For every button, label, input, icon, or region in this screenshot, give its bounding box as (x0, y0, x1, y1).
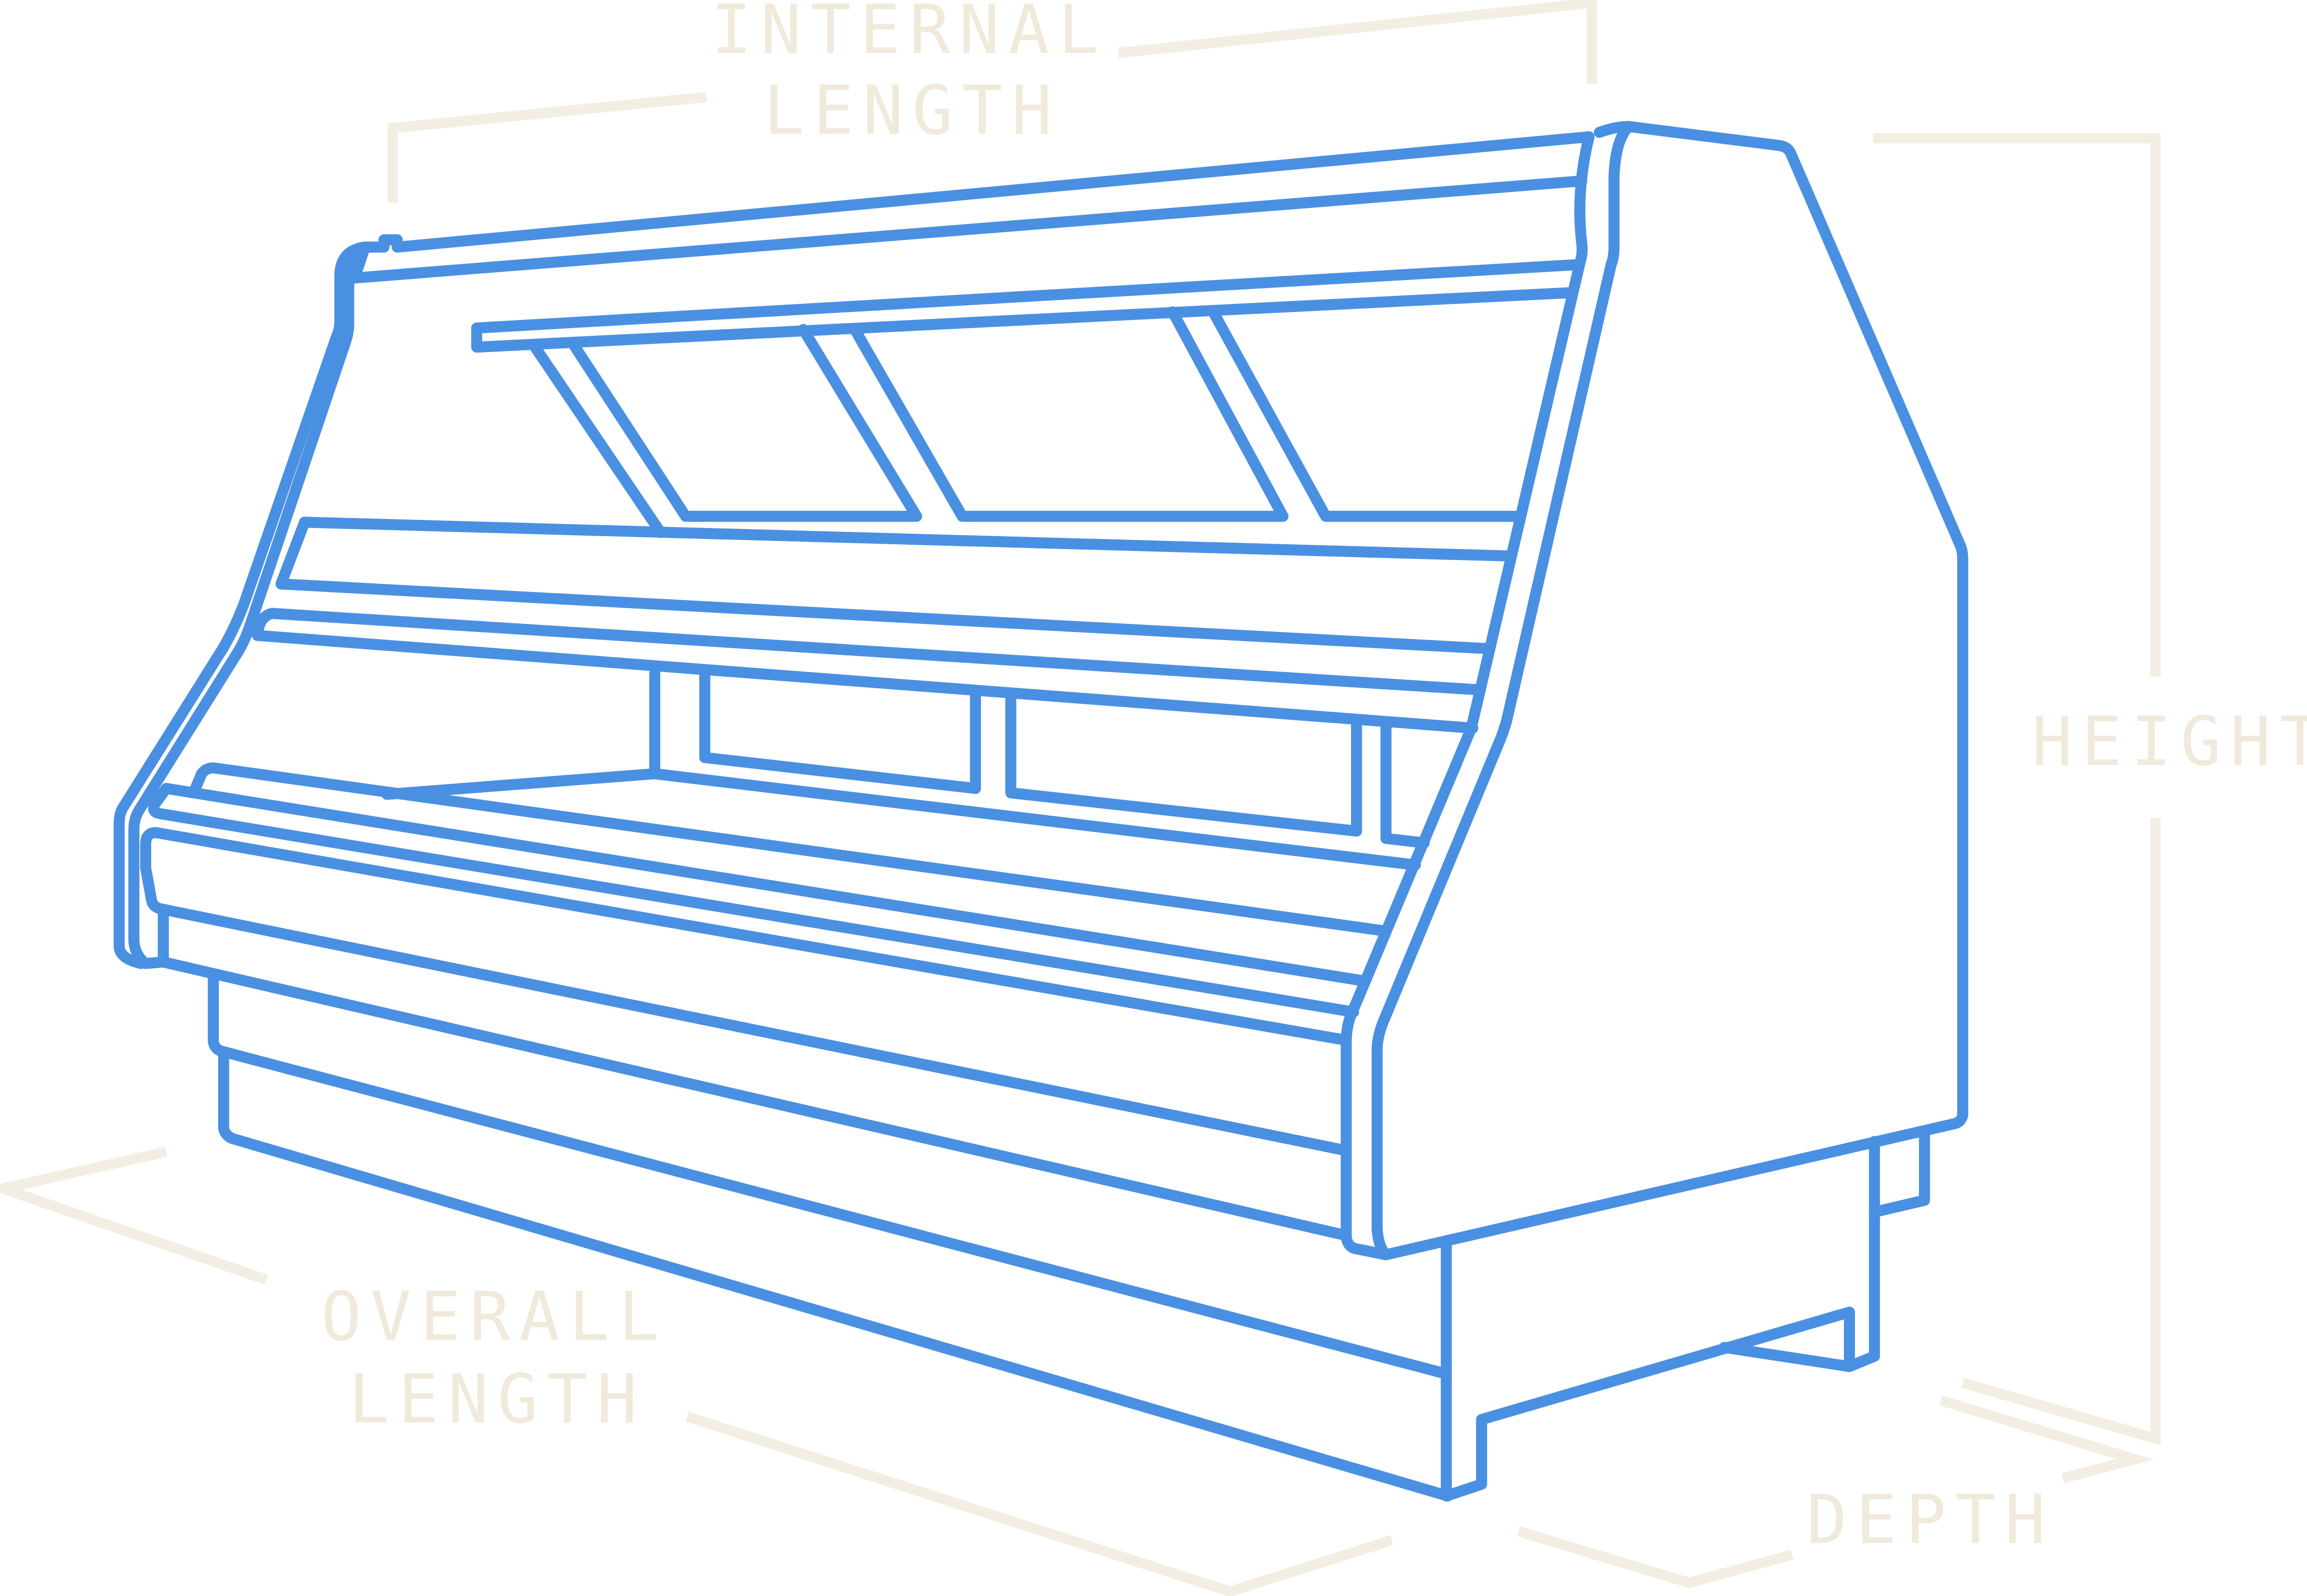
bracket-left (528, 305, 1526, 538)
front-ledge-top (148, 783, 1371, 1018)
upper-shelf-front (299, 517, 1517, 562)
base-corner-post (1441, 1136, 1880, 1502)
canopy-inner-edge (128, 241, 371, 969)
base-kick-plate (218, 1046, 1454, 1502)
dimension-lines (0, 0, 2161, 1596)
light-bar-top (471, 259, 1581, 353)
lower-shelf-top (252, 608, 1486, 734)
deck-back-line (649, 768, 1421, 871)
depth-label: DEPTH (1807, 1481, 2055, 1559)
front-lower-panel (157, 906, 1346, 1240)
canopy-lower-line (349, 175, 1588, 284)
end-panel-inner-curve (1372, 121, 1634, 1261)
height-label: HEIGHT (2032, 703, 2307, 781)
upper-shelf-edge (275, 517, 1495, 654)
front-ledge-bumper (140, 827, 1351, 1156)
overall-length-label-line2: LENGTH (349, 1360, 646, 1439)
canopy-top-edge (114, 234, 403, 969)
overall-length-dimension-right (686, 1411, 1393, 1596)
height-dimension-top (1873, 133, 2161, 677)
base-toe-line (1719, 1342, 1855, 1372)
deck-front-edge (188, 762, 1392, 937)
base-leg-right (1869, 1125, 1930, 1218)
overall-length-dimension-left (0, 1147, 268, 1285)
depth-dimension-left (1517, 1526, 1794, 1588)
dimension-labels: INTERNAL LENGTH HEIGHT OVERALL LENGTH DE… (321, 0, 2307, 1559)
internal-length-label-line1: INTERNAL (711, 0, 1107, 69)
height-dimension-bottom (1961, 818, 2161, 1446)
depth-dimension-right (1939, 1395, 2154, 1483)
display-case-outline (114, 121, 1968, 1502)
canopy-left-bevel (349, 241, 371, 284)
internal-length-dimension-right (1117, 0, 1597, 84)
internal-length-label-line2: LENGTH (763, 72, 1061, 150)
internal-length-dimension-left (387, 92, 707, 203)
canopy-front-line (392, 131, 1595, 253)
overall-length-label-line1: OVERALL (321, 1277, 668, 1356)
